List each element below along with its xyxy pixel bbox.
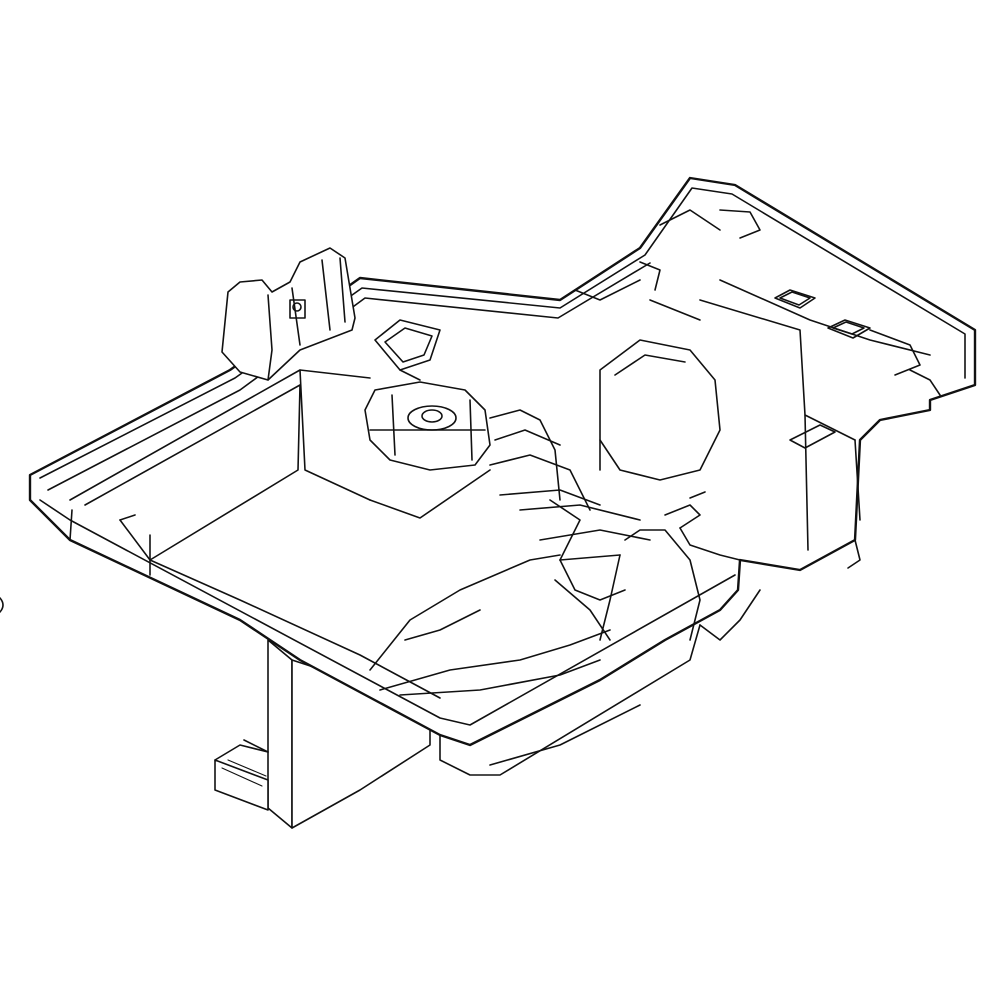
front-step [599,491,741,641]
ledge-slot-3 [789,424,836,449]
ledge-slot-1 [774,289,816,309]
drain-channel [369,554,626,696]
right-pocket [574,261,721,481]
ledge-slot-2 [827,319,871,339]
edge-mark [0,597,4,613]
mounting-post-left [221,247,356,381]
tray-skirt [69,509,861,776]
square-slot [374,319,441,381]
channel-ridges [489,409,651,561]
central-boss [364,381,491,471]
inner-basin [69,369,491,699]
